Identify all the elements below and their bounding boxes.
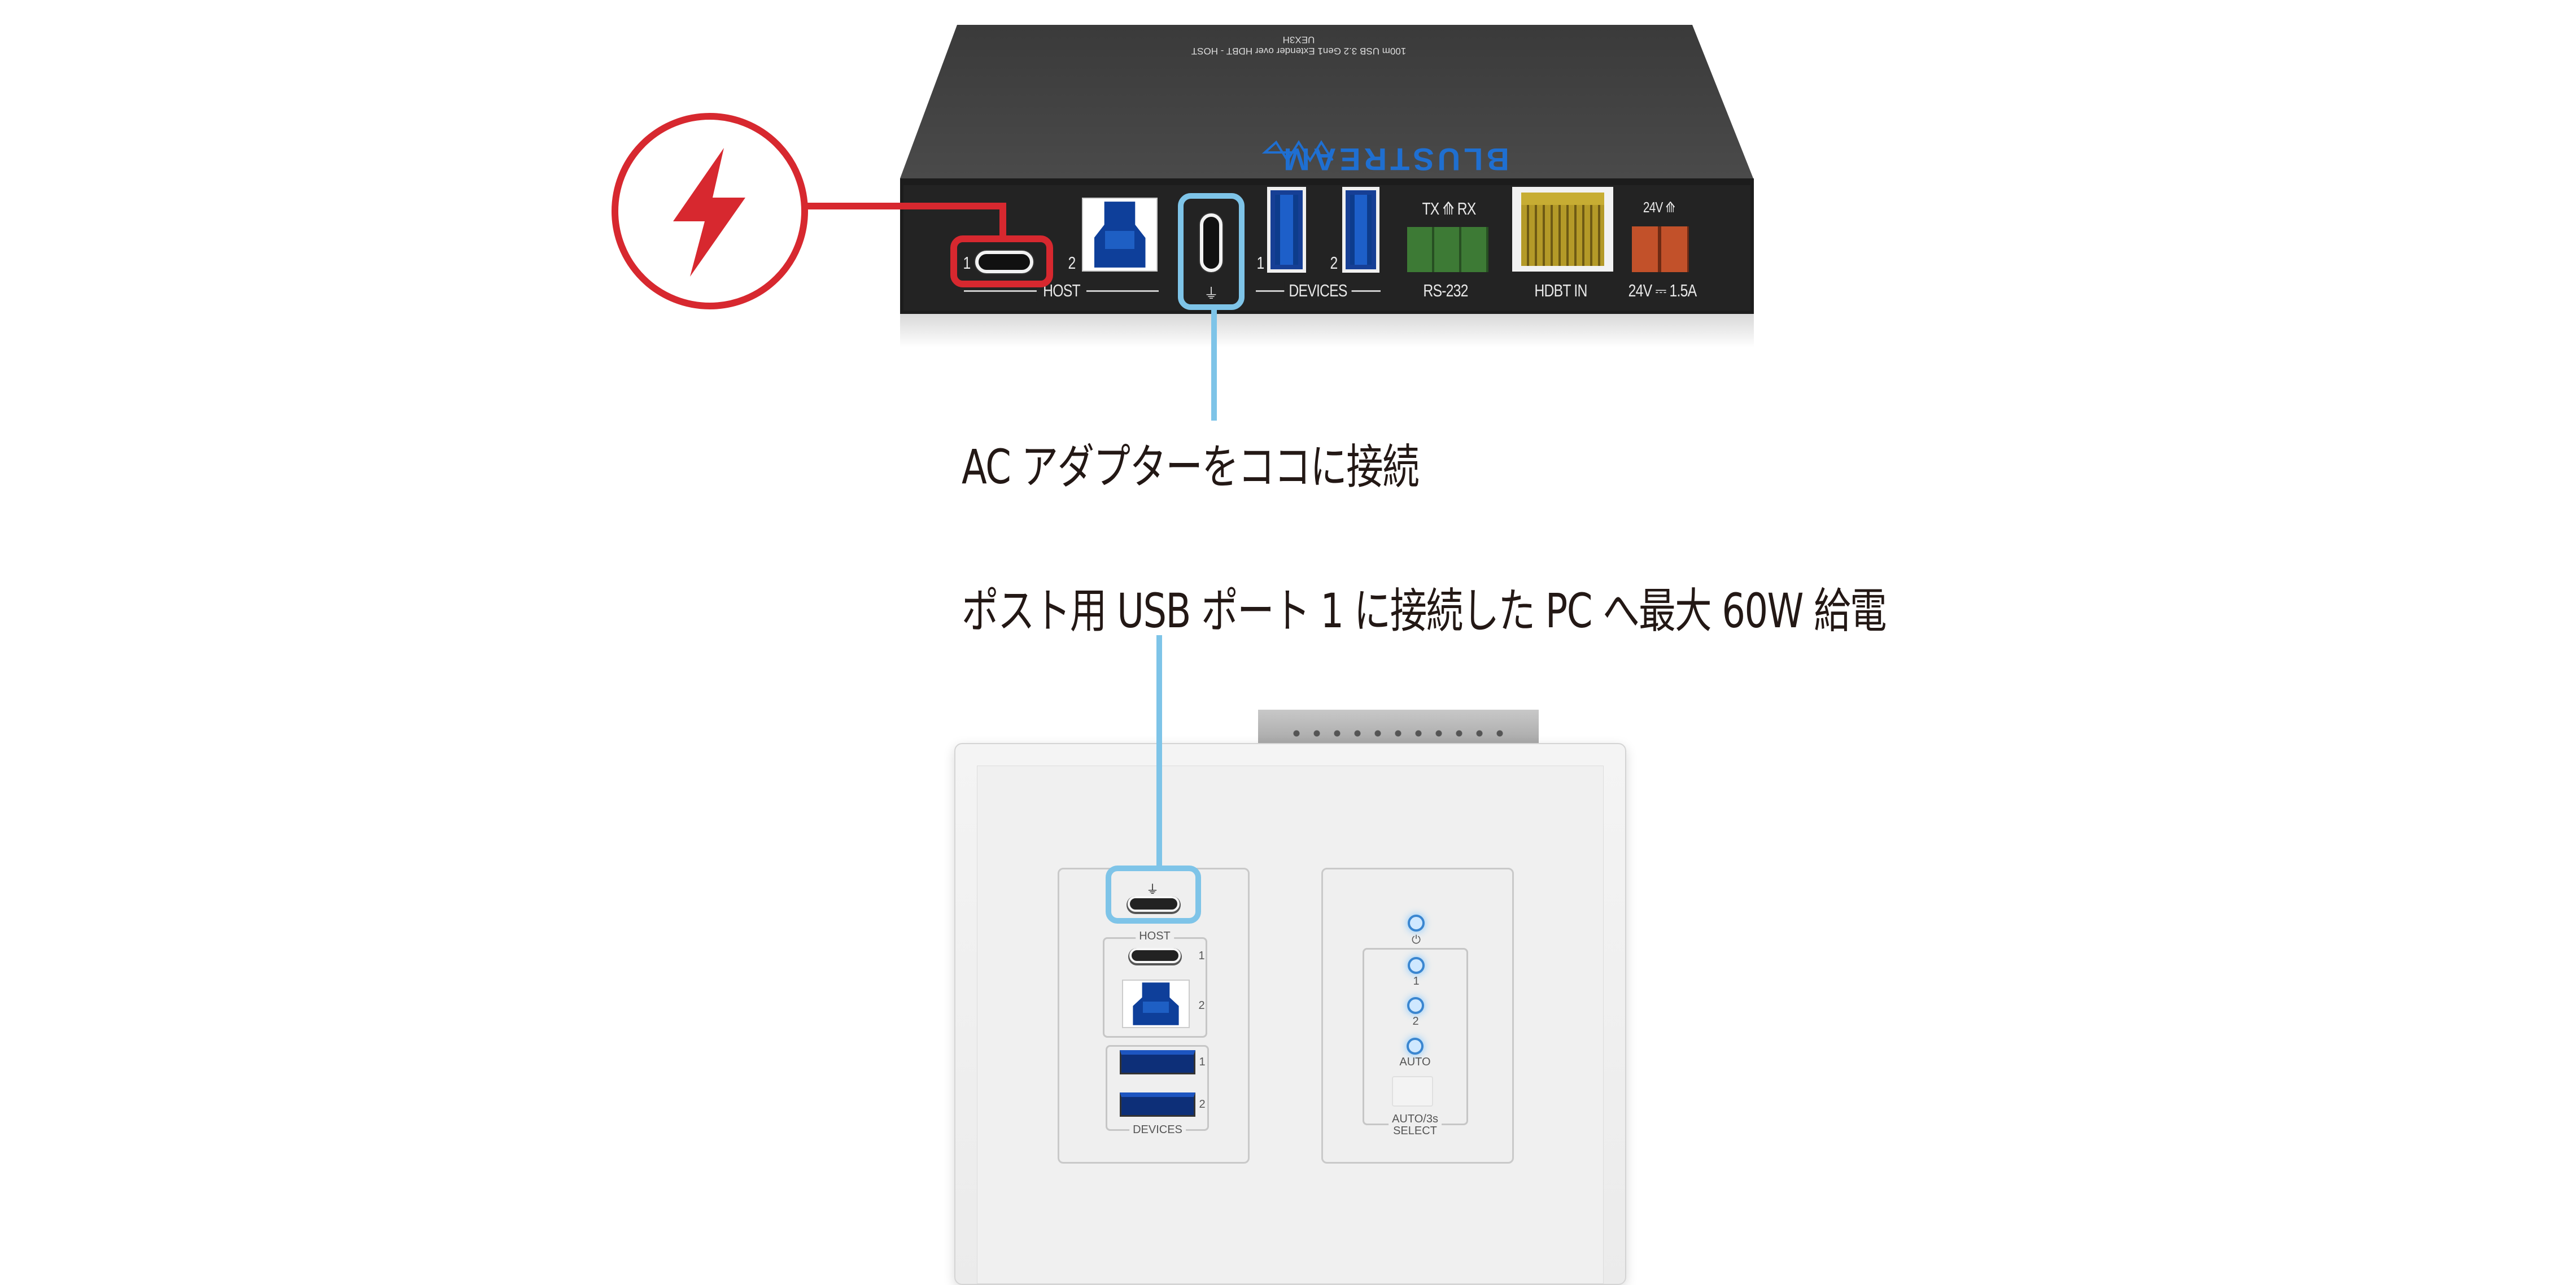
device-port1-number: 1 <box>1256 253 1265 273</box>
select-label-line1: AUTO/3s <box>1392 1113 1438 1125</box>
power-24v-top-label: 24V ⟰ <box>1643 199 1675 216</box>
power-led <box>1408 915 1425 932</box>
host-pd-caption: ポスト用 USB ポート 1 に接続した PC へ最大 60W 給電 <box>962 583 1887 639</box>
power-led-label: ⏻ <box>1412 934 1421 946</box>
hdbt-rj45-port[interactable] <box>1512 187 1613 272</box>
wp-power-usb-c-port[interactable] <box>1128 896 1180 912</box>
host-port2-number: 2 <box>1068 253 1076 273</box>
select-button-label: AUTO/3s SELECT <box>1389 1113 1442 1137</box>
red-highlight-host-port1 <box>950 235 1053 287</box>
wp-host-port1-number: 1 <box>1198 950 1205 962</box>
red-callout <box>612 113 1053 309</box>
devices-group-label: DEVICES <box>1284 281 1352 301</box>
auto-led-label: AUTO <box>1399 1056 1431 1068</box>
device-usb-a-port-2[interactable] <box>1342 187 1379 273</box>
input-1-led-label: 1 <box>1413 975 1420 987</box>
wp-device-usb-a-port-2[interactable] <box>1120 1092 1195 1117</box>
power-input-usb-c-port[interactable] <box>1200 213 1222 272</box>
brand-wave-icon <box>1261 140 1334 163</box>
host-port1-number: 1 <box>963 253 971 273</box>
blue-callout-ac <box>1178 193 1245 421</box>
rs232-label: RS-232 <box>1423 281 1468 300</box>
wp-host-port2-number: 2 <box>1198 999 1205 1012</box>
wp-host-usb-c-port-1[interactable] <box>1129 948 1181 963</box>
power-plug-icon: ⏚ <box>1146 882 1159 897</box>
rs232-tx-rx-label: TX ⟰ RX <box>1422 199 1476 218</box>
red-connector-line <box>805 203 1006 239</box>
wp-device-port1-number: 1 <box>1199 1056 1206 1068</box>
input-1-led <box>1408 957 1425 974</box>
device-top-surface <box>900 25 1753 178</box>
wp-device-port2-number: 2 <box>1199 1098 1206 1111</box>
ac-adapter-caption: AC アダプターをココに接続 <box>962 439 1420 495</box>
power-rating-label: 24V ⎓ 1.5A <box>1628 281 1697 300</box>
input-2-led-label: 2 <box>1412 1015 1419 1028</box>
wp-host-label: HOST <box>1136 930 1174 943</box>
device-port2-number: 2 <box>1330 253 1338 273</box>
host-usb-c-port-1[interactable] <box>975 251 1033 273</box>
blue-highlight-power-port <box>1178 193 1245 310</box>
hdbt-in-label: HDBT IN <box>1534 281 1587 300</box>
rs232-terminal-block[interactable] <box>1407 227 1488 272</box>
wp-devices-label: DEVICES <box>1129 1124 1186 1137</box>
select-label-line2: SELECT <box>1393 1125 1437 1137</box>
select-button[interactable] <box>1392 1076 1433 1107</box>
wall-plate <box>954 743 1626 1285</box>
input-2-led <box>1407 997 1424 1014</box>
device-usb-a-port-1[interactable] <box>1267 187 1306 273</box>
lightning-bolt-icon <box>673 148 745 277</box>
power-plug-icon: ⏚ <box>1204 285 1219 302</box>
auto-led <box>1407 1038 1424 1055</box>
host-usb-b-port-2[interactable] <box>1082 198 1158 272</box>
power-24v-terminal[interactable] <box>1632 226 1689 272</box>
wp-host-usb-b-port-2[interactable] <box>1122 980 1190 1028</box>
wp-device-usb-a-port-1[interactable] <box>1120 1050 1195 1074</box>
